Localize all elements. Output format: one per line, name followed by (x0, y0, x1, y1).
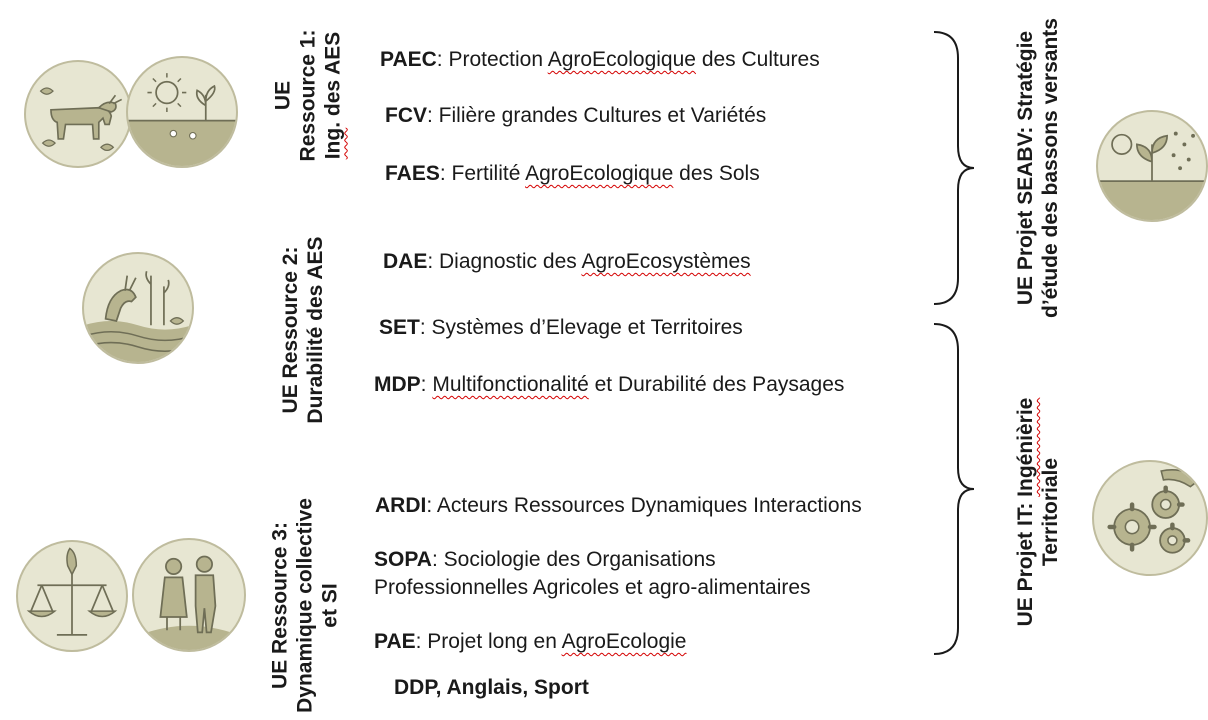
course-faes: FAES: Fertilité AgroEcologique des Sols (385, 162, 760, 185)
footer-text: DDP, Anglais, Sport (394, 676, 589, 699)
course-pae: PAE: Projet long en AgroEcologie (374, 630, 687, 653)
course-fcv: FCV: Filière grandes Cultures et Variété… (385, 104, 767, 127)
course-sopa: SOPA: Sociologie des Organisations Profe… (374, 548, 811, 599)
cow-icon (24, 60, 132, 168)
sun-plant-icon (126, 56, 238, 168)
ue-ressource-3-label: UE Ressource 3: Dynamique collective et … (268, 498, 342, 713)
rain-plant-icon (1096, 110, 1208, 222)
ue-projet-seabv-label: UE Projet SEABV: Stratégie d’étude des b… (1014, 18, 1062, 318)
course-set: SET: Systèmes d’Elevage et Territoires (379, 316, 743, 339)
course-dae: DAE: Diagnostic des AgroEcosystèmes (383, 250, 751, 273)
ue-ressource-1-label: UE Ressource 1: Ing. des AES (271, 29, 345, 162)
course-mdp: MDP: Multifonctionalité et Durabilité de… (374, 373, 845, 396)
farmers-icon (132, 538, 246, 652)
scales-icon (16, 540, 128, 652)
ue-projet-it-label: UE Projet IT: Ingénièrie Territoriale (1014, 397, 1062, 627)
brace-seabv (933, 31, 975, 305)
gears-icon (1092, 460, 1208, 576)
course-paec: PAEC: Protection AgroEcologique des Cult… (380, 48, 820, 71)
goat-wetland-icon (82, 252, 194, 364)
course-ardi: ARDI: Acteurs Ressources Dynamiques Inte… (375, 494, 862, 517)
ue-ressource-2-label: UE Ressource 2: Durabilité des AES (279, 236, 327, 424)
brace-it (933, 323, 975, 655)
